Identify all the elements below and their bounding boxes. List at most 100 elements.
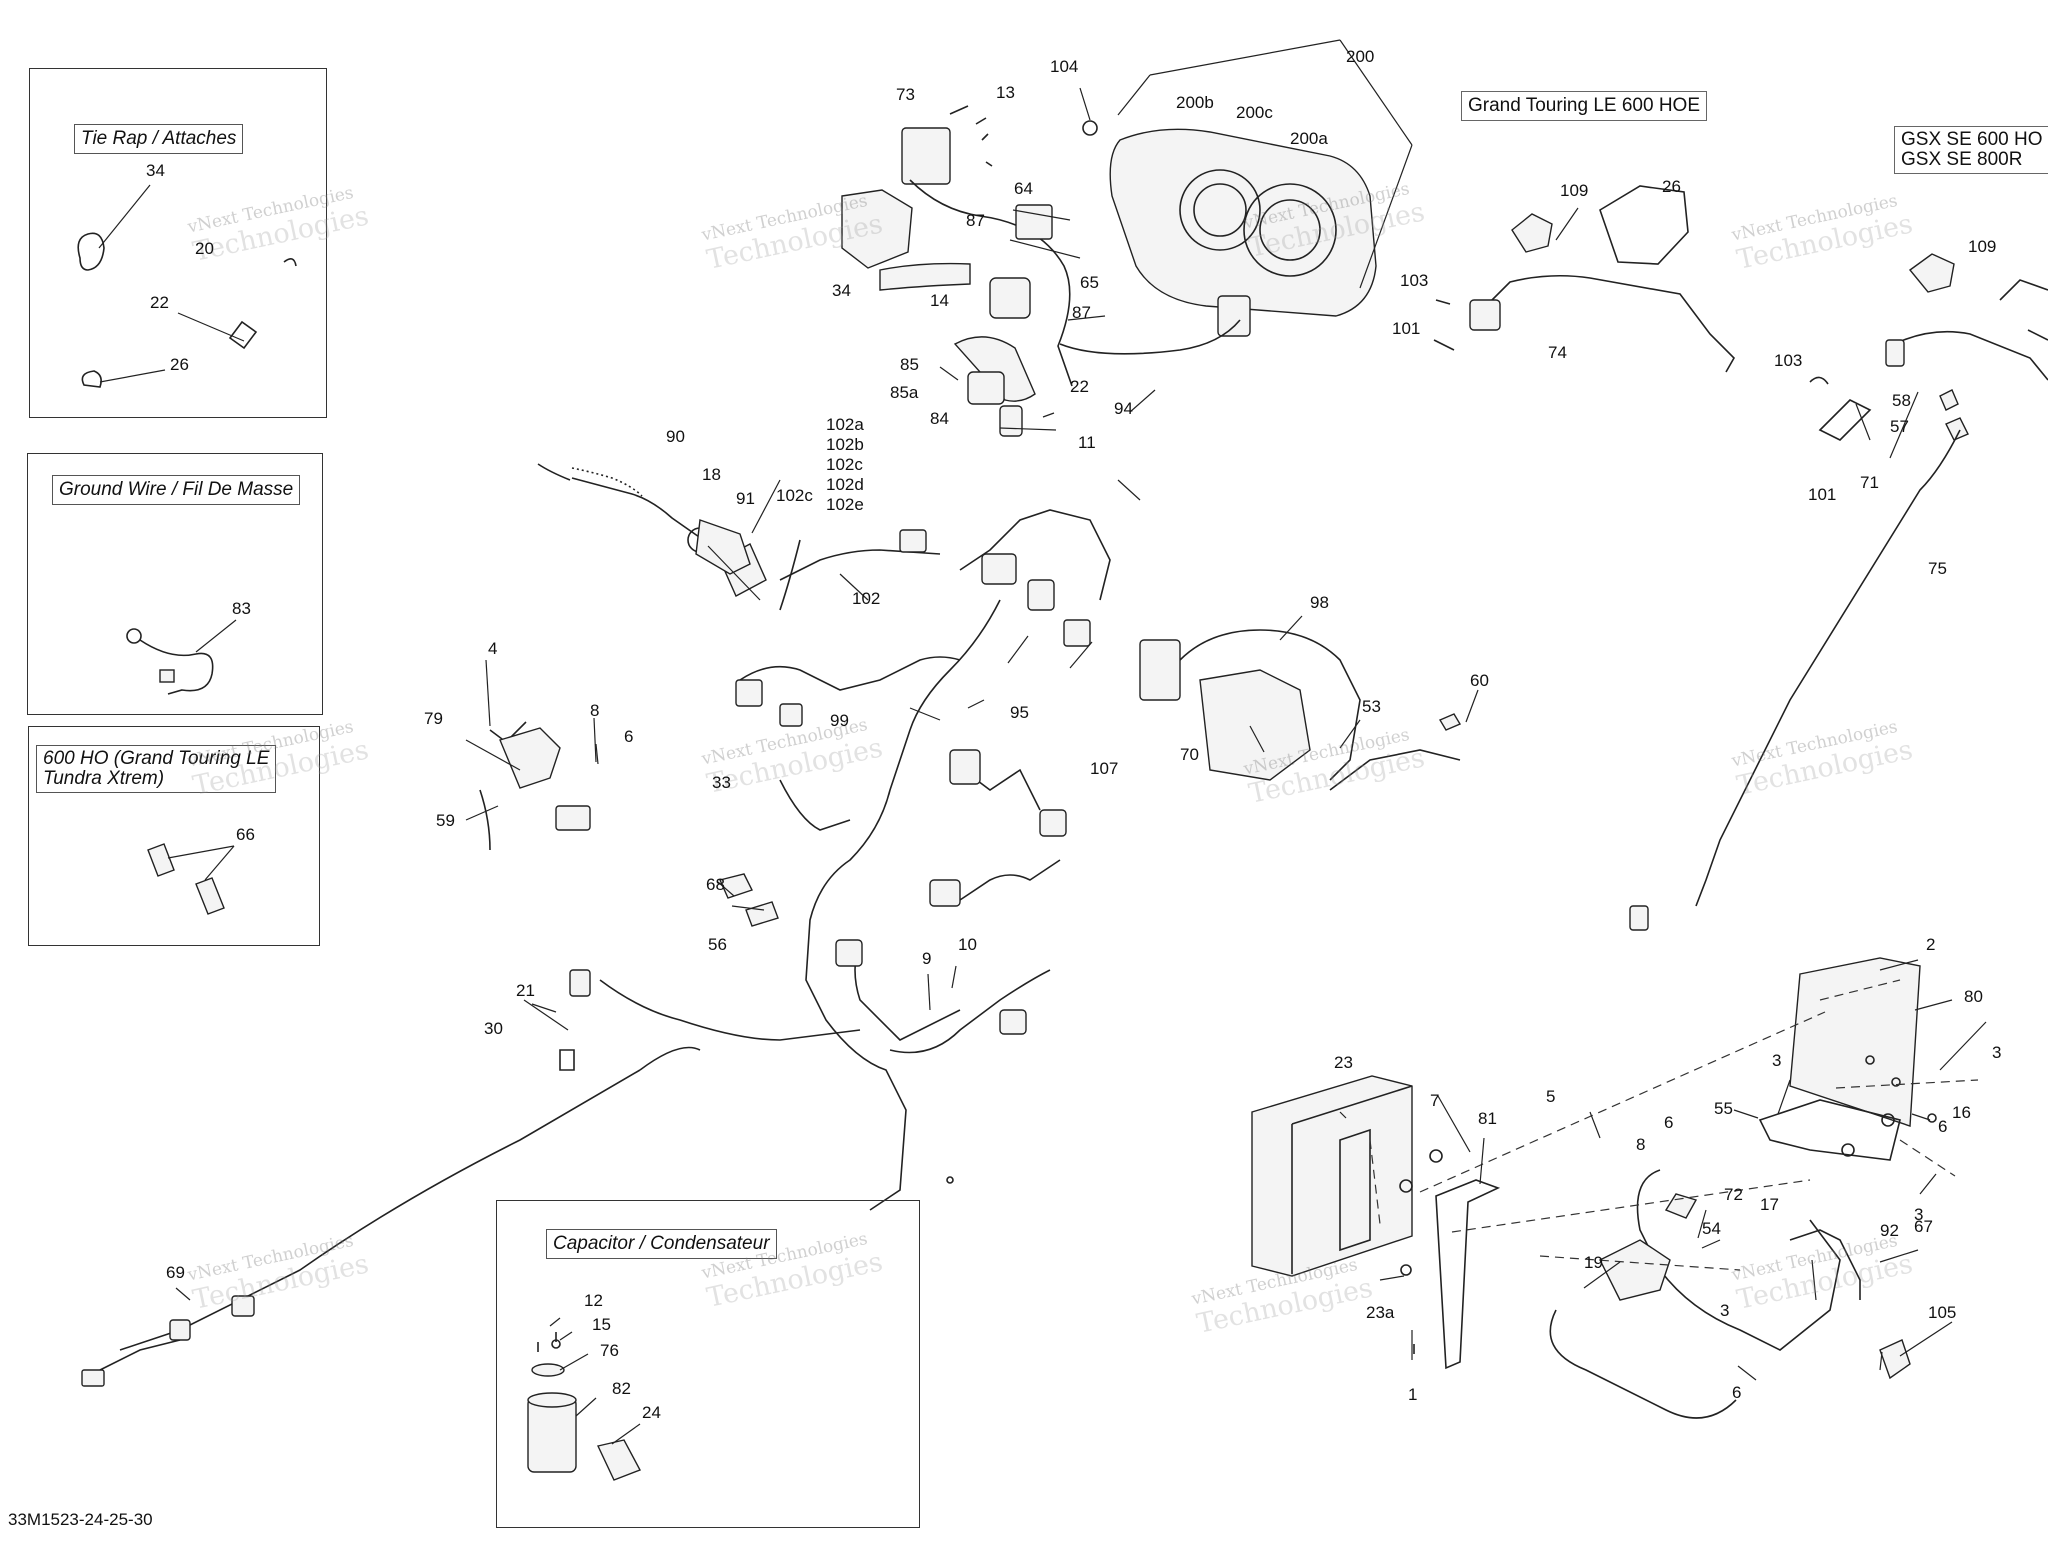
callout-label: 3 [1720, 1301, 1730, 1320]
callout-label: 102a [826, 415, 864, 434]
callout-label: 15 [592, 1315, 611, 1334]
ground-wire-box [27, 453, 323, 715]
callout-label: 76 [600, 1341, 619, 1360]
callout-label: 79 [424, 709, 443, 728]
callout-label: 102c [776, 486, 813, 505]
callout-label: 200b [1176, 93, 1214, 112]
document-id: 33M1523-24-25-30 [8, 1510, 153, 1529]
callout-label: 20 [195, 239, 214, 258]
callout-label: 85a [890, 383, 919, 402]
600ho-box [28, 726, 320, 946]
callout-label: 102b [826, 435, 864, 454]
callout-label: 21 [516, 981, 535, 1000]
callout-label: 102e [826, 495, 864, 514]
callout-label: 10 [958, 935, 977, 954]
callout-label: 33 [712, 773, 731, 792]
callout-label: 105 [1928, 1303, 1957, 1322]
600ho-parts [147, 843, 235, 915]
battery [1251, 1075, 1413, 1277]
callout-label: 200a [1290, 129, 1328, 148]
callout-label: 200c [1236, 103, 1273, 122]
callout-label: 24 [642, 1403, 661, 1422]
callout-label: 75 [1928, 559, 1947, 578]
capacitor-parts [527, 1332, 641, 1481]
gsx-parts [1629, 253, 2048, 931]
callout-label: 95 [1010, 703, 1029, 722]
handwarmer-parts [479, 463, 801, 1071]
callout-label: 68 [706, 875, 725, 894]
callout-label: 82 [612, 1379, 631, 1398]
callout-label: 6 [624, 727, 634, 746]
callout-label: 80 [1964, 987, 1983, 1006]
callout-label: 70 [1180, 745, 1199, 764]
callout-label: 65 [1080, 273, 1099, 292]
tie-rap-title: Tie Rap / Attaches [74, 124, 244, 154]
callout-label: 30 [484, 1019, 503, 1038]
callout-label: 67 [1914, 1217, 1933, 1236]
callout-label: 3 [1992, 1043, 2002, 1062]
callout-label: 34 [832, 281, 851, 300]
callout-label: 72 [1724, 1185, 1743, 1204]
callout-label: 5 [1546, 1087, 1556, 1106]
callout-label: 17 [1760, 1195, 1779, 1214]
switch-housing [841, 87, 1098, 437]
callout-label: 6 [1938, 1117, 1948, 1136]
600ho-title-line1: 600 HO (Grand Touring LE [43, 748, 270, 769]
callout-label: 4 [488, 639, 498, 658]
callout-label: 55 [1714, 1099, 1733, 1118]
callout-label: 18 [702, 465, 721, 484]
callout-label: 84 [930, 409, 949, 428]
callout-label: 56 [708, 935, 727, 954]
variant-grand-touring: Grand Touring LE 600 HOE [1461, 91, 1708, 121]
callout-label: 64 [1014, 179, 1033, 198]
600ho-title-line2: Tundra Xtrem) [43, 768, 165, 789]
assembly-lines [1369, 979, 1979, 1271]
gt-le-parts [1433, 185, 1735, 373]
callout-label: 94 [1114, 399, 1133, 418]
tie-rap-parts [77, 184, 297, 388]
ground-wire-title: Ground Wire / Fil De Masse [52, 475, 301, 505]
callout-label: 8 [1636, 1135, 1646, 1154]
callout-label: 109 [1560, 181, 1589, 200]
callout-label: 14 [930, 291, 949, 310]
callout-label: 83 [232, 599, 251, 618]
callout-label: 6 [1732, 1383, 1742, 1402]
callout-label: 87 [966, 211, 985, 230]
callout-label: 81 [1478, 1109, 1497, 1128]
callout-label: 1 [1408, 1385, 1418, 1404]
callout-label: 7 [1430, 1091, 1440, 1110]
callout-label: 109 [1968, 237, 1997, 256]
callout-label: 92 [1880, 1221, 1899, 1240]
callout-label: 74 [1548, 343, 1567, 362]
callout-label: 200 [1346, 47, 1375, 66]
callout-label: 34 [146, 161, 165, 180]
callout-label: 90 [666, 427, 685, 446]
callout-label: 66 [236, 825, 255, 844]
callout-label: 13 [996, 83, 1015, 102]
callout-label: 19 [1584, 1253, 1603, 1272]
callout-label: 101 [1808, 485, 1837, 504]
callout-label: 58 [1892, 391, 1911, 410]
callout-label: 16 [1952, 1103, 1971, 1122]
callout-label: 11 [1078, 433, 1096, 452]
callout-label: 2 [1926, 935, 1936, 954]
callout-label: 3 [1772, 1051, 1782, 1070]
callout-label: 107 [1090, 759, 1119, 778]
variant-gsx-line1: GSX SE 600 HO [1901, 129, 2043, 150]
callout-label: 69 [166, 1263, 185, 1282]
callout-label: 71 [1860, 473, 1879, 492]
relay-box-bracket [1549, 957, 1937, 1419]
callout-label: 103 [1400, 271, 1429, 290]
callout-label: 101 [1392, 319, 1421, 338]
tie-rap-box [29, 68, 327, 418]
variant-gsx: GSX SE 600 HO GSX SE 800R [1894, 126, 2048, 174]
callout-label: 23a [1366, 1303, 1395, 1322]
capacitor-box [496, 1200, 920, 1528]
callout-label: 26 [1662, 177, 1681, 196]
callout-label: 102c [826, 455, 863, 474]
callout-label: 9 [922, 949, 932, 968]
callout-label: 59 [436, 811, 455, 830]
600ho-title: 600 HO (Grand Touring LE Tundra Xtrem) [36, 745, 277, 793]
